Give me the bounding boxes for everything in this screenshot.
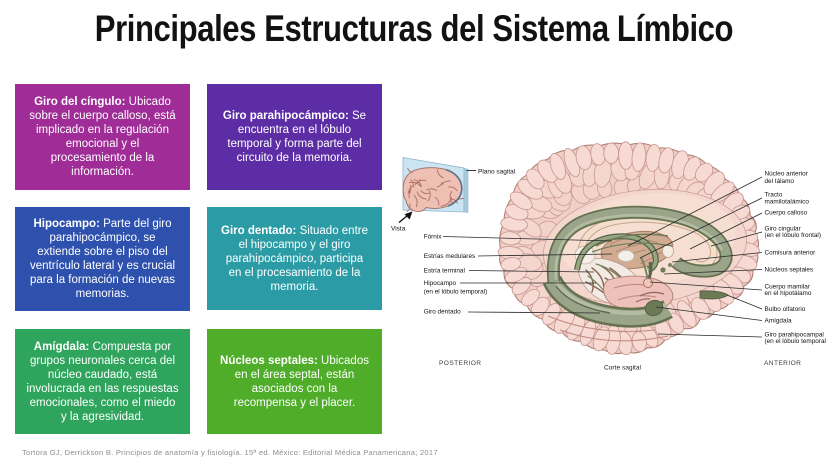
svg-text:(en el lóbulo temporal: (en el lóbulo temporal [765,338,826,345]
svg-text:Hipocampo: Hipocampo [424,280,457,287]
svg-text:Bulbo olfatorio: Bulbo olfatorio [765,306,806,313]
svg-text:Giro cingular: Giro cingular [765,226,802,233]
svg-text:Núcleo anterior: Núcleo anterior [765,171,809,178]
svg-text:mamilotalámico: mamilotalámico [765,199,810,206]
svg-text:Tracto: Tracto [765,192,783,199]
svg-text:Amígdala: Amígdala [765,318,792,325]
svg-text:Giro dentado: Giro dentado [424,309,461,316]
svg-text:ANTERIOR: ANTERIOR [764,360,801,367]
svg-text:Plano sagital: Plano sagital [478,168,516,175]
svg-text:(en el lóbulo frontal): (en el lóbulo frontal) [765,232,821,239]
svg-text:Núcleos septales: Núcleos septales [765,267,814,274]
svg-text:(en el lóbulo temporal): (en el lóbulo temporal) [424,289,488,296]
svg-text:Comisura anterior: Comisura anterior [765,250,817,257]
svg-text:Cuerpo mamilar: Cuerpo mamilar [765,284,811,291]
svg-text:Estría terminal: Estría terminal [424,268,465,275]
svg-text:Giro parahipocampal: Giro parahipocampal [765,332,824,339]
svg-text:Vista: Vista [391,226,406,233]
svg-text:del tálamo: del tálamo [765,178,795,185]
svg-text:Fórnix: Fórnix [424,234,443,241]
svg-text:POSTERIOR: POSTERIOR [439,360,481,367]
svg-text:Estrías medulares: Estrías medulares [424,253,476,260]
svg-text:en el hipotálamo: en el hipotálamo [765,290,812,297]
svg-text:Corte sagital: Corte sagital [604,365,642,372]
svg-text:Cuerpo calloso: Cuerpo calloso [765,210,808,217]
